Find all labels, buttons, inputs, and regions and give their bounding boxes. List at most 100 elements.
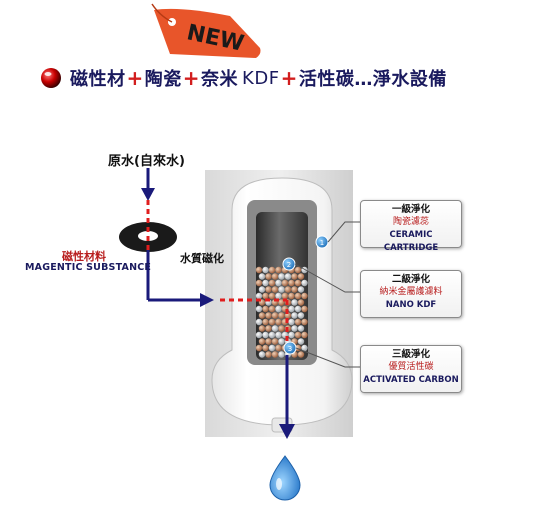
filter-bead [301,292,308,300]
filter-bead [271,286,279,293]
filter-bead [268,344,276,352]
new-tag: NEW [151,3,261,58]
filter-bead [301,318,308,326]
filter-bead [255,318,263,326]
plus-icon: + [182,66,201,90]
filter-bead [291,273,298,280]
filter-bead [271,273,279,280]
filter-bead [278,338,285,345]
filter-bead [278,351,285,358]
filter-bead [271,351,279,358]
filter-bead [268,279,276,287]
filter-bead [294,305,302,313]
flow-arrow [146,168,289,425]
filter-bead [275,266,282,274]
filter-bead [262,266,269,274]
stage-name-cn: 陶瓷濾蕊 [392,217,429,227]
arrow-head-down-1 [141,188,155,201]
flow-dash [146,200,289,352]
headline-part: 活性碳 [298,69,355,90]
stage-2-box: 二級淨化 納米金屬護濾料 NANO KDF [360,270,462,318]
filter-bead [258,325,266,332]
filter-bead [265,351,272,358]
water-drop-highlight [276,478,282,490]
filter-bead [288,318,295,326]
filter-bead [275,305,282,313]
filter-bead [258,351,266,358]
magnetic-substance-label: MAGENTIC SUBSTANCE [25,262,152,273]
filter-bead [271,338,279,345]
filter-bead [301,344,308,352]
filter-bead [262,279,269,287]
filter-bead [288,305,295,313]
filter-bead [262,344,269,352]
filter-bead [284,286,292,293]
filter-bead [291,286,298,293]
filter-bead [265,286,272,293]
filter-bead [262,305,269,313]
arrow-head-down-2 [279,424,295,439]
filter-bead [294,318,302,326]
filter-bead [278,273,285,280]
filter-bead [255,292,263,300]
filter-bead [281,292,289,300]
magnetic-material-label: 磁性材料 [62,250,106,263]
plus-icon: + [126,66,144,90]
bullet-orb-icon [41,68,61,88]
filter-bead [291,312,298,319]
filter-bead [271,312,279,319]
stage-marker-3-label: 3 [288,345,292,353]
filter-bead [297,273,305,280]
filter-bead [301,305,308,313]
filter-bead [255,279,263,287]
filter-bead [278,286,285,293]
stage-3-box: 三級淨化 優質活性碳 ACTIVATED CARBON [360,345,462,393]
headline-part: 奈米 [201,69,239,90]
filter-bead [255,266,263,274]
leader-lines [294,221,360,368]
filter-bead [262,318,269,326]
filter-bead [258,286,266,293]
stage-name-en: CERAMIC CARTRIDGE [383,230,439,253]
filter-bead [275,318,282,326]
filter-bead [288,279,295,287]
filter-bead [294,292,302,300]
stage-name-cn: 納米金屬護濾料 [379,287,443,297]
filter-bead [297,299,305,306]
headline: 磁性材 + 陶瓷 + 奈米 KDF + 活性碳 …淨水設備 [40,64,447,92]
filter-bead [294,279,302,287]
filter-bead [271,325,279,332]
filter-bead [268,318,276,326]
water-magnetization-label: 水質磁化 [180,252,224,265]
filter-bead [258,312,266,319]
filter-bead [275,331,282,339]
headline-part: 磁性材 [70,69,126,90]
raw-water-label: 原水(自來水) [108,154,185,169]
filter-bead [265,273,272,280]
filter-bead [268,266,276,274]
filter-bead [265,325,272,332]
filter-bead [268,292,276,300]
filter-bead [288,292,295,300]
filter-bead [275,344,282,352]
filter-bead [297,338,305,345]
filter-bead [294,331,302,339]
stage-name-en: NANO KDF [385,300,437,310]
filter-bead [278,312,285,319]
ceramic-core [256,212,308,360]
stage-name-en: ACTIVATED CARBON [363,375,459,385]
filter-bead [297,286,305,293]
filter-bead [255,331,263,339]
stage-title: 一級淨化 [391,204,430,215]
filter-bead [297,351,305,358]
stage-1-box: 一級淨化 陶瓷濾蕊 CERAMIC CARTRIDGE [360,200,462,253]
plus-icon: + [280,66,298,90]
arrow-head-right [200,293,214,307]
filter-bead [275,292,282,300]
filter-bead [291,299,298,306]
headline-part: …淨水設備 [354,69,447,90]
stage-title: 三級淨化 [391,349,430,360]
filter-bead [297,325,305,332]
stage-marker-2-label: 2 [287,261,291,269]
